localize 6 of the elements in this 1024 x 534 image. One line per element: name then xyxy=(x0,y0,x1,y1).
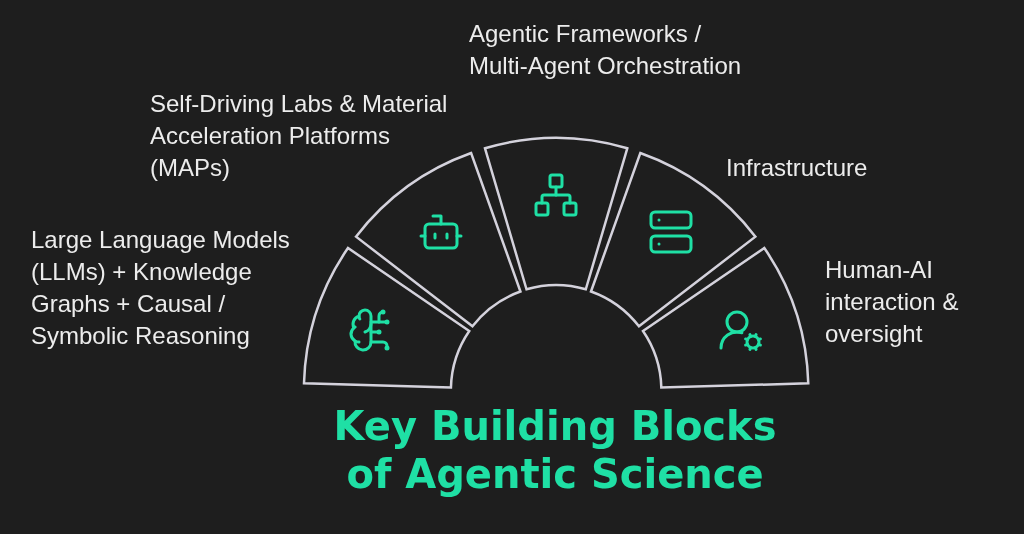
segment-label: Human-AI interaction & oversight xyxy=(825,255,960,349)
segment-label: Agentic Frameworks / Multi-Agent Orchestration xyxy=(469,19,743,81)
segment-label: Infrastructure xyxy=(726,153,869,183)
segment-label: Self-Driving Labs & Material Acceleration Platforms (MAPs) xyxy=(150,89,449,183)
title: Key Building Blocks of Agentic Science xyxy=(332,402,778,498)
segment-label: Large Language Models (LLMs) + Knowledge Graphs + Causal / Symbolic Reasoning xyxy=(31,225,291,351)
